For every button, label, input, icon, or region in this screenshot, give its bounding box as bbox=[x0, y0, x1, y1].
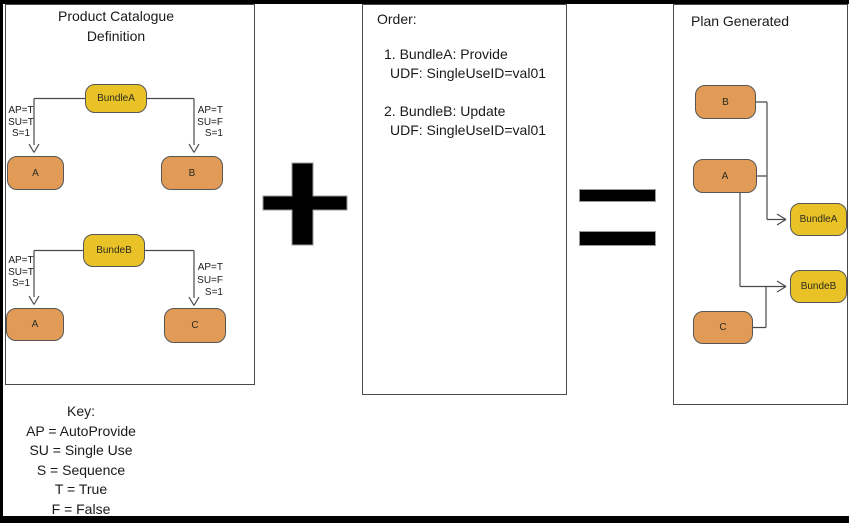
edge-label-line: S=1 bbox=[11, 128, 31, 140]
edge-label-tree2-right: AP=T SU=F S=1 bbox=[192, 262, 223, 300]
key-line: S = Sequence bbox=[36, 461, 126, 478]
plan-panel-title: Plan Generated bbox=[691, 13, 790, 29]
equals-top-bar bbox=[579, 189, 656, 202]
plan-node-bundlea-label: BundleA bbox=[799, 214, 838, 225]
edge-label-line: AP=T bbox=[8, 255, 34, 266]
equals-bottom-bar bbox=[579, 231, 656, 246]
frame-left-bar bbox=[0, 0, 3, 523]
edge-label-tree1-right: AP=T SU=F S=1 bbox=[192, 105, 223, 140]
catalogue-panel: Product Catalogue Definition BundleA A B bbox=[5, 4, 255, 385]
catalogue-node-a2-label: A bbox=[31, 319, 39, 330]
plan-node-c-label: C bbox=[719, 322, 727, 333]
catalogue-connector-lines bbox=[28, 97, 200, 306]
plan-node-c: C bbox=[693, 311, 753, 344]
plan-node-bundeb-label: BundeB bbox=[800, 281, 837, 292]
plan-panel: Plan Generated B A C BundleA BundeB bbox=[673, 4, 848, 405]
order-item-1-action: 1. BundleA: Provide bbox=[384, 46, 508, 62]
order-item-2-udf: UDF: SingleUseID=val01 bbox=[390, 122, 547, 138]
key-line: SU = Single Use bbox=[29, 442, 133, 459]
plan-node-b: B bbox=[695, 85, 756, 119]
plus-operator-icon bbox=[262, 162, 348, 246]
plan-connector-lines bbox=[739, 101, 787, 329]
edge-label-tree1-left: AP=T SU=T S=1 bbox=[6, 105, 36, 140]
catalogue-node-c: C bbox=[164, 308, 226, 343]
catalogue-panel-title: Product Catalogue Definition bbox=[6, 6, 226, 46]
order-item-1: 1. BundleA: Provide UDF: SingleUseID=val… bbox=[384, 45, 546, 83]
edge-label-line: AP=T bbox=[197, 105, 223, 116]
order-item-2: 2. BundleB: Update UDF: SingleUseID=val0… bbox=[384, 102, 546, 140]
catalogue-node-a2: A bbox=[6, 308, 64, 341]
edge-label-line: S=1 bbox=[11, 278, 31, 290]
edge-label-line: AP=T bbox=[8, 105, 34, 116]
catalogue-node-b: B bbox=[161, 156, 223, 190]
edge-label-line: SU=F bbox=[197, 116, 223, 128]
edge-label-line: SU=T bbox=[8, 116, 34, 128]
edge-label-line: S=1 bbox=[204, 287, 223, 298]
plan-node-a-label: A bbox=[721, 170, 729, 182]
key-line: AP = AutoProvide bbox=[26, 422, 136, 439]
arrow-down-icon bbox=[28, 295, 40, 305]
catalogue-node-bundlea: BundleA bbox=[85, 84, 147, 113]
catalogue-title-line2: Definition bbox=[86, 28, 146, 44]
edge-label-line: S=1 bbox=[204, 128, 223, 140]
edge-label-line: SU=T bbox=[8, 266, 34, 278]
catalogue-node-bundeb-label: BundeB bbox=[96, 245, 132, 256]
arrow-down-icon bbox=[188, 143, 200, 153]
edge-label-tree2-left: AP=T SU=T S=1 bbox=[6, 255, 36, 290]
plan-node-bundeb: BundeB bbox=[790, 270, 847, 303]
order-item-2-action: 2. BundleB: Update bbox=[384, 103, 506, 119]
catalogue-node-b-label: B bbox=[188, 167, 196, 179]
arrow-down-icon bbox=[28, 143, 40, 153]
order-panel: Order: 1. BundleA: Provide UDF: SingleUs… bbox=[362, 4, 567, 395]
plan-node-b-label: B bbox=[722, 96, 729, 108]
catalogue-node-a1-label: A bbox=[32, 167, 39, 179]
key-line: T = True bbox=[54, 481, 108, 498]
order-item-1-udf: UDF: SingleUseID=val01 bbox=[390, 65, 547, 81]
catalogue-node-a1: A bbox=[7, 156, 64, 190]
edge-label-line: SU=F bbox=[197, 274, 223, 286]
key-line: Key: bbox=[66, 403, 95, 419]
order-panel-title: Order: bbox=[377, 11, 417, 27]
arrow-right-icon bbox=[776, 280, 787, 293]
legend-key: Key: AP = AutoProvide SU = Single Use S … bbox=[5, 402, 157, 520]
arrow-right-icon bbox=[776, 213, 787, 226]
plan-node-bundlea: BundleA bbox=[790, 203, 847, 236]
key-line: F = False bbox=[51, 500, 111, 517]
arrow-down-icon bbox=[188, 296, 200, 306]
frame-bottom-bar bbox=[0, 516, 849, 523]
edge-label-line: AP=T bbox=[197, 262, 223, 273]
catalogue-node-bundlea-label: BundleA bbox=[97, 93, 135, 104]
plan-node-a: A bbox=[693, 159, 757, 193]
catalogue-node-bundeb: BundeB bbox=[83, 234, 145, 267]
frame-top-bar bbox=[0, 0, 849, 4]
catalogue-node-c-label: C bbox=[191, 320, 199, 331]
catalogue-title-line1: Product Catalogue bbox=[58, 8, 174, 24]
